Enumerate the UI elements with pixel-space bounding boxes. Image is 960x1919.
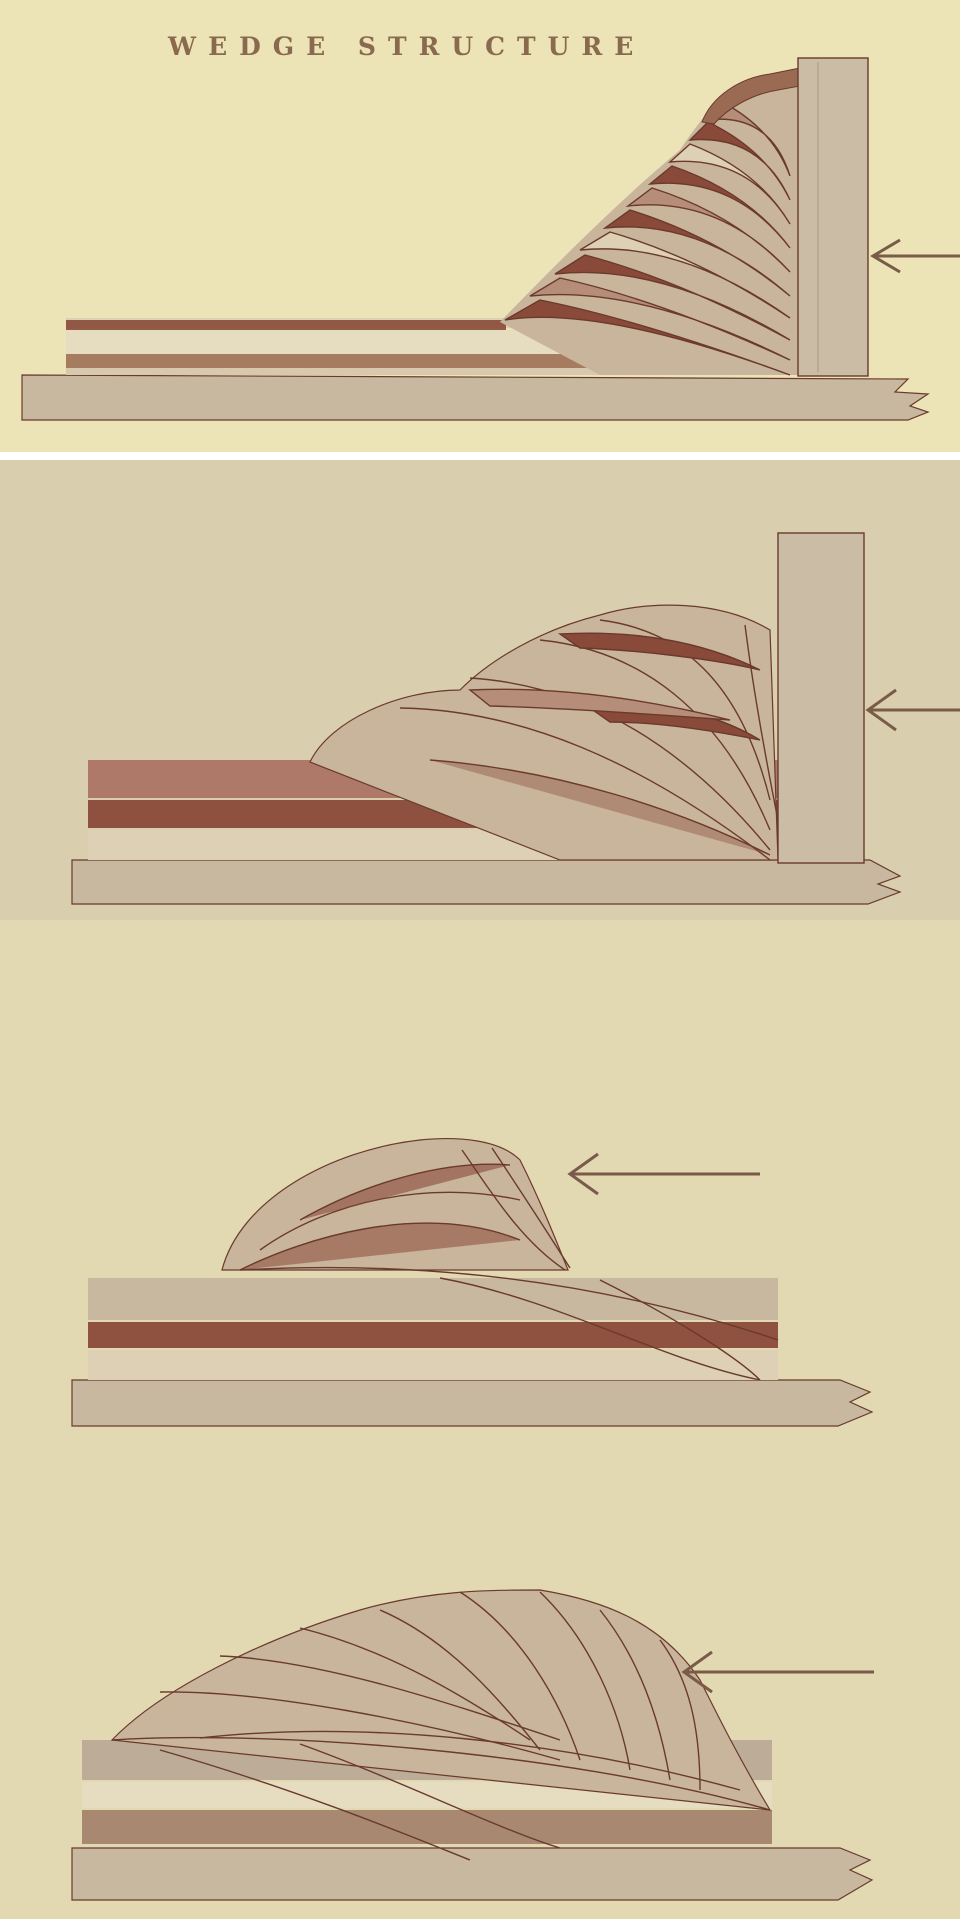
bottom-sheet [0,460,960,1919]
wedge-sequence-panels [0,460,960,1919]
wedge-structure-panel-1 [0,0,960,452]
flat-layer-dark-upper [66,320,506,330]
backstop-block [798,58,868,376]
stage3-base-block [72,1380,872,1426]
stage2-backstop [778,533,864,863]
diagram-title: WEDGE STRUCTURE [168,32,645,61]
base-block [22,375,928,420]
stage2-base-block [72,860,900,904]
top-sheet: WEDGE STRUCTURE [0,0,960,452]
stage4-base-block [72,1848,872,1900]
